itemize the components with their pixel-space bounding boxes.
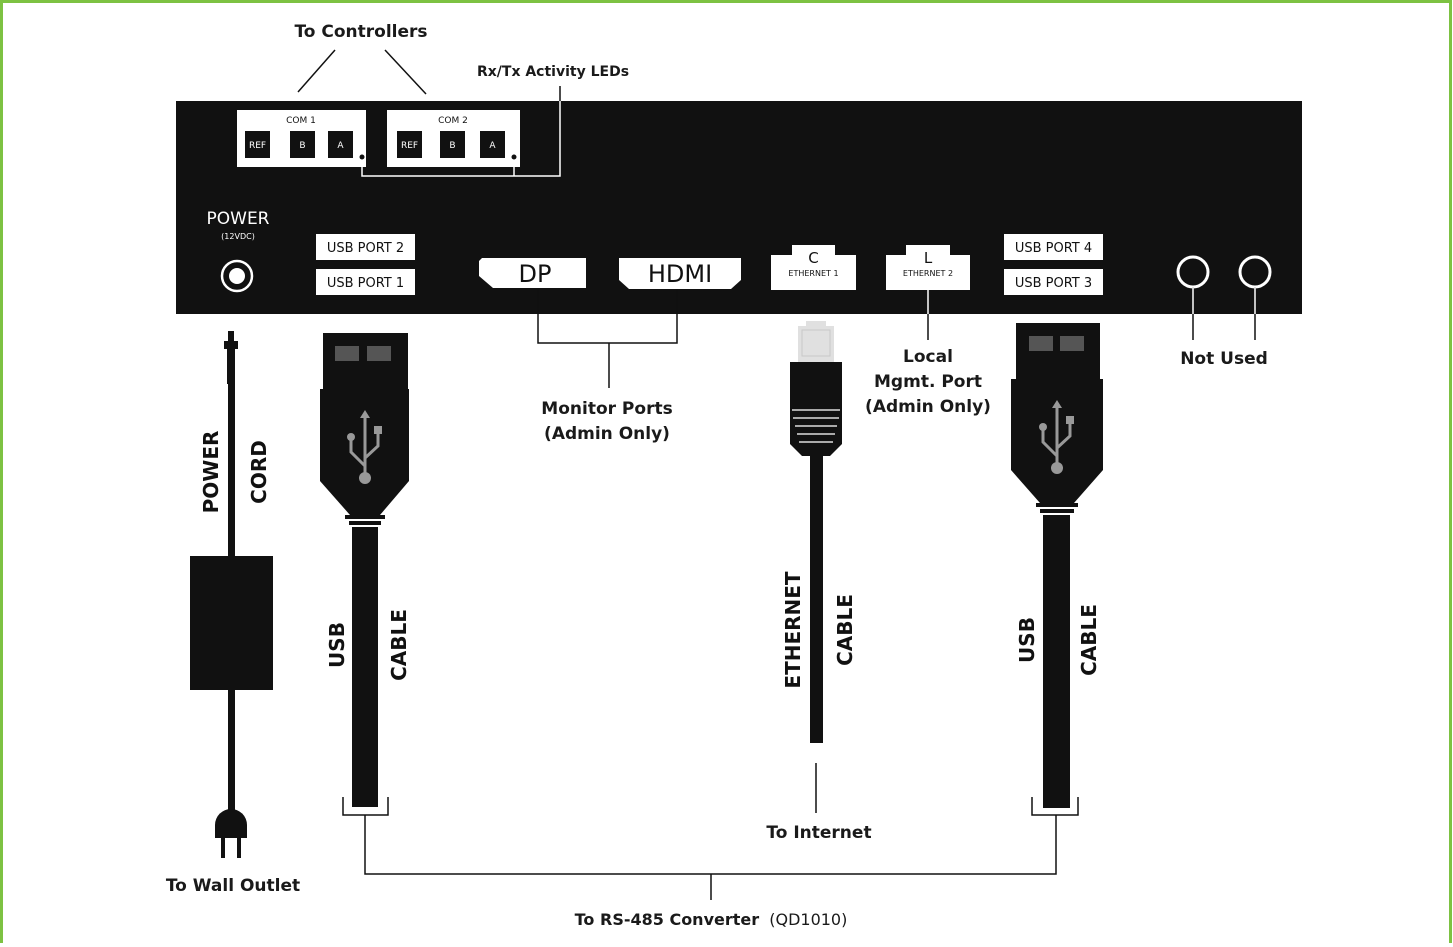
monitor-ports-callout-2: (Admin Only) — [544, 424, 670, 444]
power-sub-label: (12VDC) — [221, 232, 255, 241]
to-internet-callout: To Internet — [766, 823, 871, 843]
usb-left-word-1: USB — [325, 622, 349, 668]
power-jack — [220, 259, 254, 293]
rxtx-leds-callout: Rx/Tx Activity LEDs — [477, 64, 629, 80]
eth2-letter: L — [924, 249, 933, 267]
eth1-letter: C — [808, 249, 818, 267]
rj45-connector-icon — [798, 321, 834, 362]
usb-port-4 — [1004, 234, 1103, 260]
usb-port-2 — [316, 234, 415, 260]
power-cord: POWER CORD — [190, 331, 273, 858]
usb-port-3 — [1004, 269, 1103, 295]
usb-right-word-2: CABLE — [1077, 604, 1101, 676]
power-brick — [190, 556, 273, 690]
displayport — [479, 258, 586, 288]
ethernet-cable — [790, 321, 842, 743]
hdmi-port — [619, 258, 741, 289]
eth1-label: ETHERNET 1 — [788, 269, 838, 278]
to-controllers-callout: To Controllers — [294, 22, 427, 42]
com2-led — [511, 154, 517, 160]
com2-port: COM 2 REF B A — [387, 110, 520, 167]
eth2-label: ETHERNET 2 — [903, 269, 953, 278]
com1-pin-a: A — [337, 141, 344, 151]
hdmi-label: HDMI — [648, 260, 712, 288]
usb-trident-icon — [349, 416, 380, 476]
usb-cable-right — [1011, 323, 1103, 808]
local-mgmt-callout-3: (Admin Only) — [865, 397, 991, 417]
usb-port-1-label: USB PORT 1 — [327, 276, 404, 291]
local-mgmt-callout-2: Mgmt. Port — [874, 372, 982, 392]
power-label: POWER — [207, 209, 270, 229]
com1-pin-ref: REF — [249, 141, 266, 151]
not-used-callout: Not Used — [1180, 349, 1268, 369]
ethernet-2-port — [886, 245, 970, 290]
power-plug-icon — [215, 809, 247, 858]
usb-port-4-label: USB PORT 4 — [1015, 241, 1092, 256]
usb-port-3-label: USB PORT 3 — [1015, 276, 1092, 291]
usb-trident-icon — [1041, 406, 1072, 466]
ethernet-word-2: CABLE — [833, 594, 857, 666]
dp-label: DP — [519, 260, 552, 288]
rs485-callout-main: To RS-485 Converter — [575, 910, 760, 929]
rxtx-led-leader — [361, 101, 561, 177]
com1-pin-b: B — [299, 141, 305, 151]
com2-title: COM 2 — [438, 116, 468, 126]
usb-port-1 — [316, 269, 415, 295]
local-mgmt-callout-1: Local — [903, 347, 953, 367]
usb-cable-left — [320, 333, 409, 807]
rs485-callout: To RS-485 Converter (QD1010) — [575, 910, 848, 929]
com1-port: COM 1 REF B A — [237, 110, 366, 167]
ethernet-1-port — [771, 245, 856, 290]
power-cord-word-1: POWER — [199, 431, 223, 514]
usb-port-2-label: USB PORT 2 — [327, 241, 404, 256]
usb-right-word-1: USB — [1015, 617, 1039, 663]
to-wall-outlet-callout: To Wall Outlet — [166, 876, 300, 896]
power-cord-word-2: CORD — [247, 440, 271, 504]
com1-title: COM 1 — [286, 116, 316, 126]
rs485-callout-model: (QD1010) — [769, 910, 847, 929]
com2-pin-b: B — [449, 141, 455, 151]
monitor-ports-callout-1: Monitor Ports — [541, 399, 672, 419]
usb-left-word-2: CABLE — [387, 609, 411, 681]
com1-led — [359, 154, 365, 160]
rs485-bracket — [342, 797, 1079, 900]
ethernet-word-1: ETHERNET — [781, 571, 805, 689]
com2-pin-ref: REF — [401, 141, 418, 151]
com2-pin-a: A — [489, 141, 496, 151]
